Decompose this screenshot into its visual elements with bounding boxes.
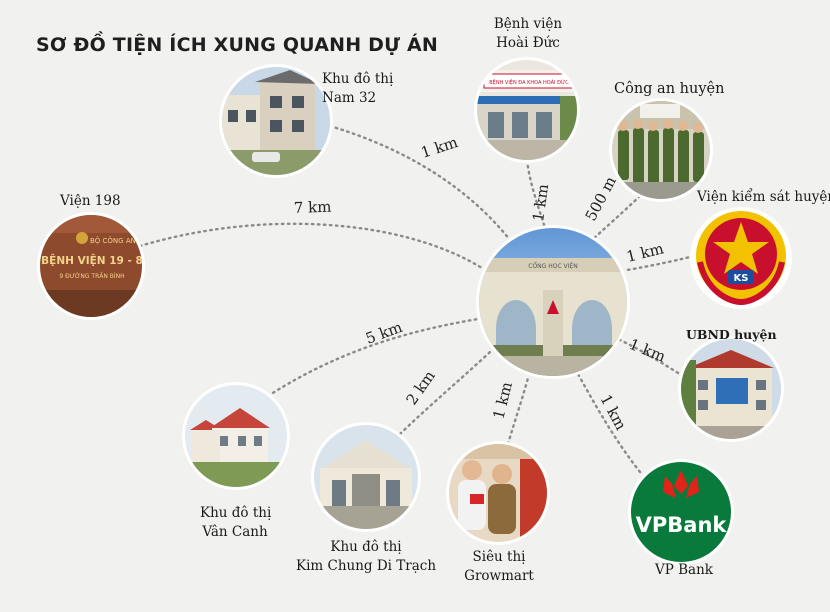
vpbank-logo-text: VPBank [636,513,728,537]
label-khu-do-thi-nam-32: Khu đô thị Nam 32 [322,70,393,108]
photo-benh-vien-hoai-duc: BỆNH VIỆN ĐA KHOA HOÀI ĐỨC [474,57,580,163]
distance-kim-chung: 2 km [403,367,439,408]
distance-ubnd: 1 km [627,335,669,366]
gate-sign-text: CỔNG HỌC VIỆN [528,262,577,270]
label-line: Viện 198 [60,193,121,209]
label-line: Công an huyện [614,81,725,97]
label-line: Growmart [464,568,534,584]
label-khu-do-thi-van-canh: Khu đô thị Vân Canh [200,504,272,542]
photo-vien-198: BỘ CÔNG AN BỆNH VIỆN 19 - 8 9 ĐƯỜNG TRẦN… [37,212,145,320]
label-khu-do-thi-kim-chung: Khu đô thị Kim Chung Di Trạch [296,538,436,576]
page-title: SƠ ĐỒ TIỆN ÍCH XUNG QUANH DỰ ÁN [36,34,439,56]
connector-lines [138,124,696,474]
label-line: UBND huyện [686,327,777,342]
label-line: Hoài Đức [496,35,560,51]
connector-ubnd [618,338,685,378]
star-icon [713,222,769,274]
distance-benh-vien-hoai-duc: 1 km [529,183,552,223]
distance-vpbank: 1 km [596,391,630,433]
photo-cong-an-huyen [609,98,713,202]
distance-growmart: 1 km [489,380,516,421]
label-line: Nam 32 [322,90,377,106]
label-sieu-thi-growmart: Siêu thị Growmart [462,548,536,586]
label-line: Khu đô thị [330,539,402,555]
photo-ubnd-huyen [678,336,784,442]
label-line: Siêu thị [472,549,526,565]
connector-kim-chung [398,350,492,436]
label-cong-an-huyen: Công an huyện [614,80,724,99]
distance-cong-an: 500 m [582,173,620,224]
distance-nam32: 1 km [419,133,460,162]
distance-vien-198: 7 km [294,198,332,217]
label-line: Khu đô thị [322,71,394,87]
emblem-ks-text: KS [734,273,749,284]
connector-growmart [506,376,530,446]
label-vp-bank: VP Bank [655,561,713,580]
label-benh-vien-hoai-duc: Bệnh viện Hoài Đức [490,15,566,53]
vpbank-logo-icon: VPBank [628,459,734,565]
connector-vpbank [576,372,642,474]
distance-vien-kiem-sat: 1 km [625,239,666,266]
connector-nam32 [328,124,512,242]
label-line: VP Bank [655,562,713,578]
label-line: Kim Chung Di Trạch [296,558,437,574]
label-line: Khu đô thị [200,505,272,521]
distance-van-canh: 5 km [363,318,405,348]
label-line: Viện kiểm sát huyện [697,189,830,205]
vien-kiem-sat-emblem: KS [690,207,792,309]
photo-khu-do-thi-nam-32 [219,64,333,178]
photo-khu-do-thi-kim-chung [311,422,421,532]
label-ubnd-huyen: UBND huyện [686,325,777,344]
connector-vien-198 [138,222,484,270]
photo-khu-do-thi-van-canh [182,382,290,490]
photo-sieu-thi-growmart [446,441,550,545]
vien198-sign-line-3: 9 ĐƯỜNG TRẦN BÌNH [59,272,124,280]
label-vien-198: Viện 198 [60,192,121,211]
vien198-sign-line-1: BỘ CÔNG AN [90,236,136,245]
vien198-sign-line-2: BỆNH VIỆN 19 - 8 [41,254,143,267]
connector-van-canh [266,316,486,398]
label-vien-kiem-sat-huyen: Viện kiểm sát huyện [697,188,830,207]
connector-cong-an [590,194,642,242]
label-line: Bệnh viện [493,16,563,32]
connector-benh-vien-hoai-duc [525,158,547,230]
hospital-sign-text: BỆNH VIỆN ĐA KHOA HOÀI ĐỨC [489,78,569,86]
connector-vien-kiem-sat [625,254,696,272]
project-center-photo: CỔNG HỌC VIỆN [476,225,630,379]
label-line: Vân Canh [202,524,268,540]
